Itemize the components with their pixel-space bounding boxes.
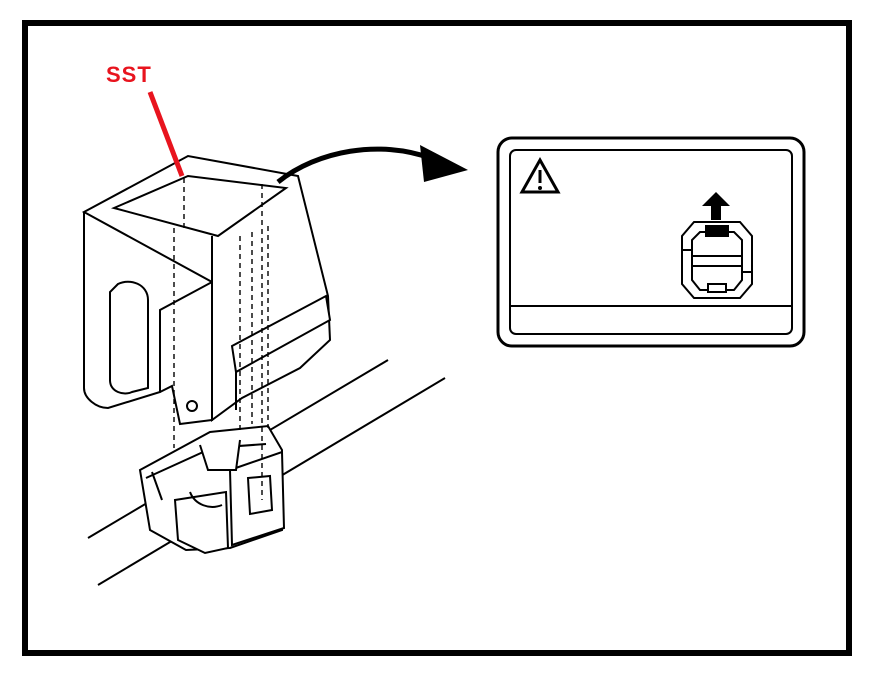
- sst-callout-label: SST: [106, 62, 152, 87]
- label-inset: [496, 136, 806, 348]
- connector-clip: [138, 424, 286, 555]
- up-arrow-icon: [702, 192, 730, 220]
- sst-leader-line: [147, 91, 185, 177]
- connector-top-view-icon: [681, 221, 753, 299]
- projection-lines: [173, 178, 269, 500]
- warning-triangle-icon: [519, 156, 561, 194]
- curved-arrow-icon: [276, 145, 468, 184]
- sst-tool: [81, 154, 332, 426]
